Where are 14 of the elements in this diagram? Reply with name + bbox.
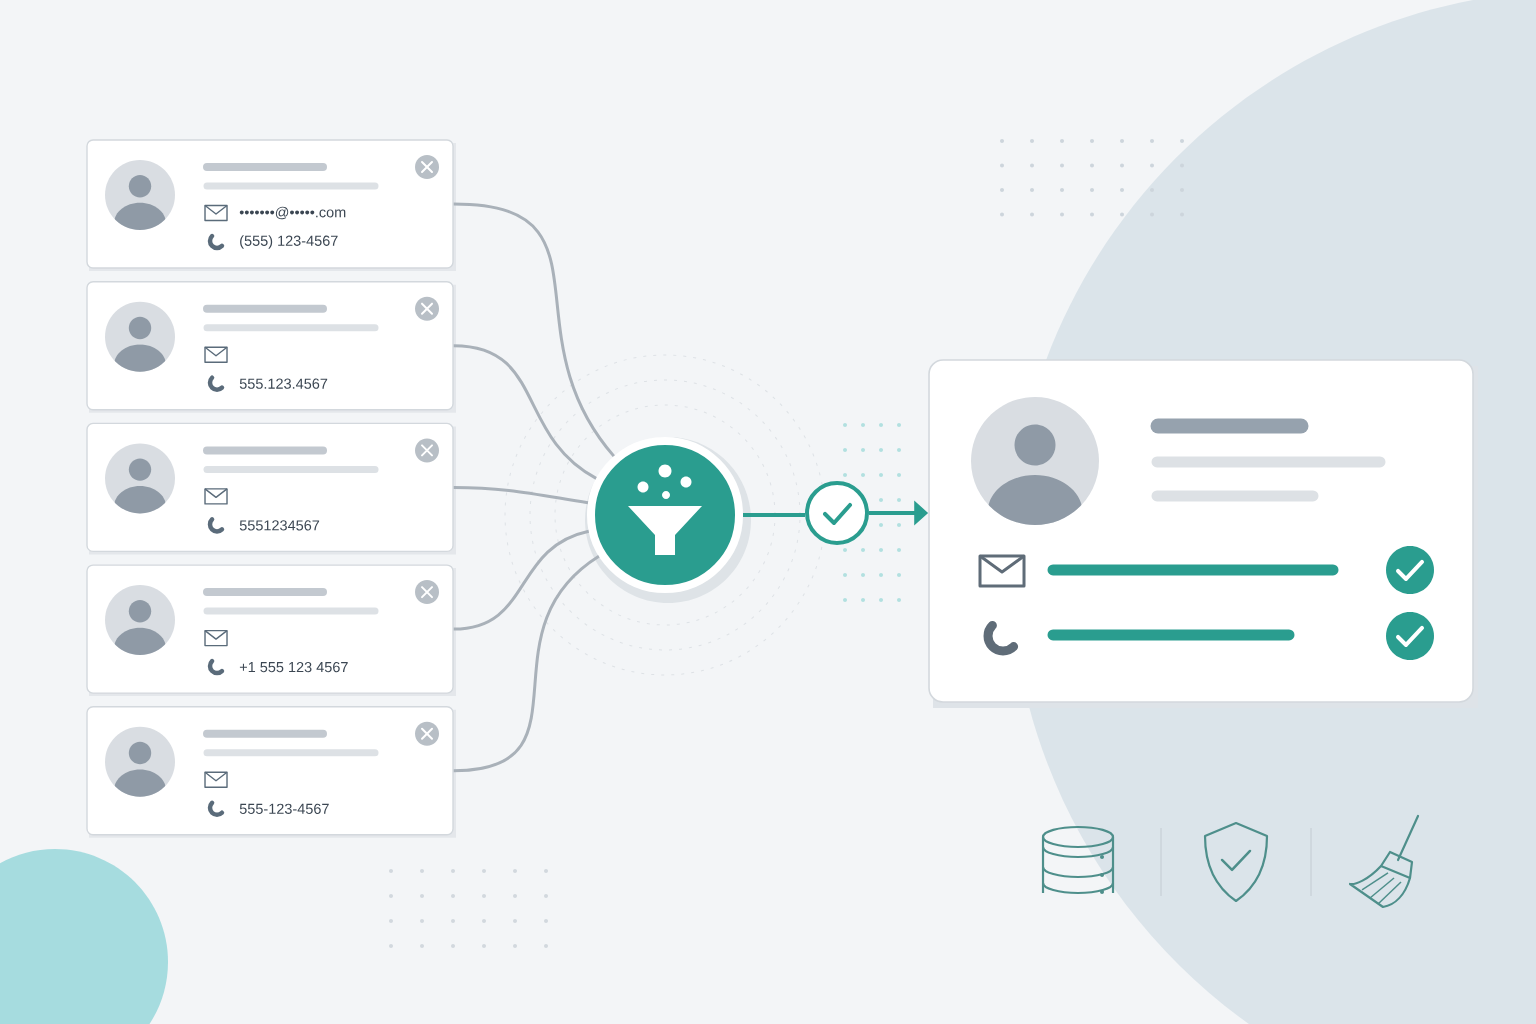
connector <box>743 513 805 517</box>
phone-text: 5551234567 <box>239 520 320 531</box>
phone-text: 555-123-4567 <box>239 803 329 814</box>
connector <box>453 529 590 631</box>
email-text: •••••••@•••••.com <box>239 206 346 220</box>
check-icon <box>805 481 869 545</box>
connector <box>453 344 597 480</box>
filter-icon <box>585 437 751 603</box>
phone-text: (555) 123-4567 <box>240 235 338 249</box>
connector <box>453 555 600 773</box>
connector <box>453 485 589 505</box>
phone-text: +1 555 123 4567 <box>239 661 348 673</box>
connector <box>453 202 616 457</box>
phone-text: 555.123.4567 <box>239 378 328 389</box>
